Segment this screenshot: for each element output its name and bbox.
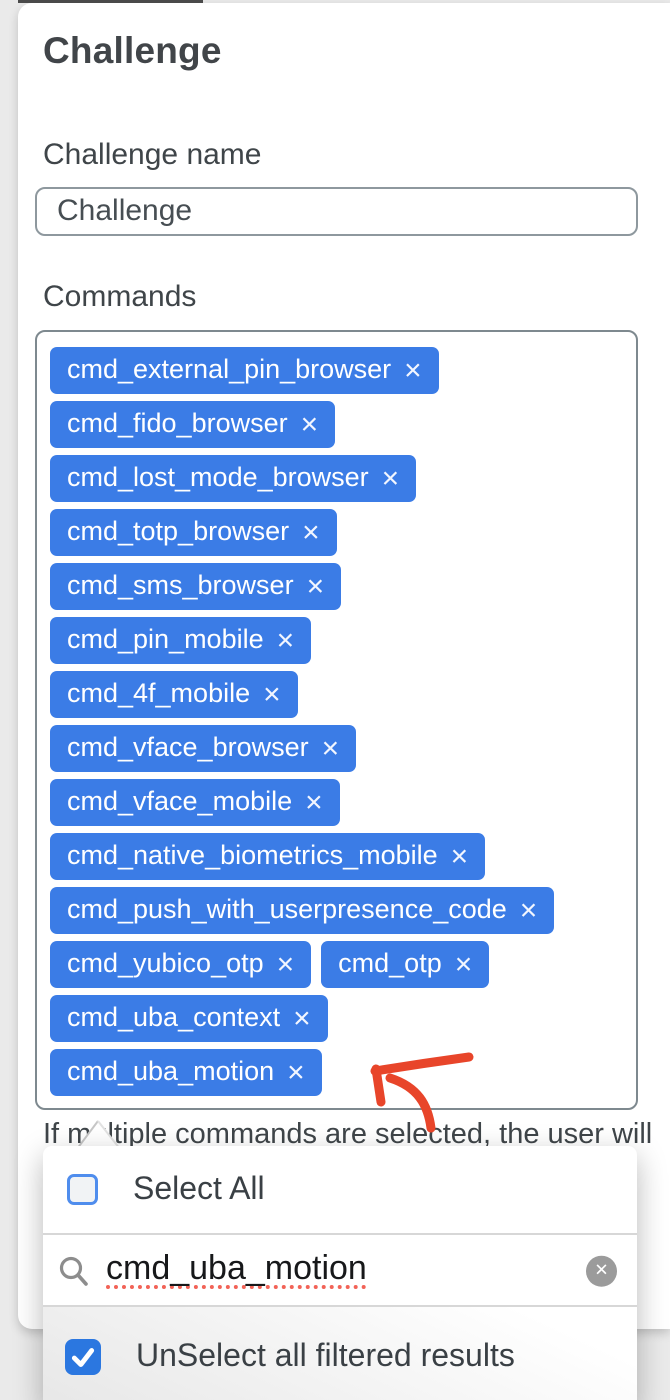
- command-chip[interactable]: cmd_native_biometrics_mobile ×: [50, 833, 486, 880]
- chip-row: cmd_4f_mobile ×: [50, 671, 624, 718]
- unselect-filtered-row[interactable]: UnSelect all filtered results: [43, 1307, 637, 1400]
- chip-remove-icon[interactable]: ×: [287, 1056, 305, 1089]
- chip-row: cmd_lost_mode_browser ×: [50, 455, 624, 502]
- chip-row: cmd_fido_browser ×: [50, 401, 624, 448]
- chip-remove-icon[interactable]: ×: [306, 570, 325, 603]
- challenge-name-label: Challenge name: [43, 138, 262, 171]
- chip-row: cmd_pin_mobile ×: [50, 617, 624, 664]
- checkmark-icon: [71, 1347, 95, 1367]
- chip-remove-icon[interactable]: ×: [450, 840, 469, 873]
- chip-remove-icon[interactable]: ×: [305, 786, 323, 819]
- chip-row: cmd_uba_motion ×: [50, 1049, 624, 1096]
- chip-remove-icon[interactable]: ×: [404, 354, 422, 387]
- chip-label: cmd_uba_context: [67, 1002, 281, 1032]
- chip-label: cmd_yubico_otp: [67, 948, 264, 978]
- command-chip[interactable]: cmd_vface_mobile ×: [50, 779, 340, 826]
- chip-remove-icon[interactable]: ×: [300, 408, 319, 441]
- commands-multiselect-box[interactable]: cmd_external_pin_browser×cmd_fido_browse…: [35, 330, 638, 1110]
- chip-label: cmd_vface_mobile: [67, 786, 293, 816]
- chip-remove-icon[interactable]: ×: [454, 948, 473, 981]
- select-all-label: Select All: [133, 1170, 265, 1206]
- unselect-filtered-checkbox[interactable]: [65, 1338, 101, 1375]
- challenge-name-input[interactable]: [35, 187, 638, 236]
- commands-help-text: If multiple commands are selected, the u…: [43, 1118, 653, 1150]
- chip-row: cmd_push_with_userpresence_code ×: [50, 887, 624, 934]
- command-chip[interactable]: cmd_pin_mobile ×: [50, 617, 312, 664]
- chip-remove-icon[interactable]: ×: [293, 1002, 311, 1035]
- clear-icon: ✕: [594, 1260, 609, 1280]
- chip-remove-icon[interactable]: ×: [381, 462, 400, 495]
- chip-label: cmd_fido_browser: [67, 408, 288, 438]
- divider: [43, 1233, 637, 1235]
- command-chip[interactable]: cmd_lost_mode_browser ×: [50, 455, 417, 502]
- chip-row: cmd_totp_browser ×: [50, 509, 624, 556]
- select-all-checkbox[interactable]: [67, 1174, 98, 1205]
- clear-search-button[interactable]: ✕: [586, 1255, 617, 1287]
- search-input[interactable]: cmd_uba_motion: [106, 1248, 367, 1287]
- commands-dropdown-panel: Select All cmd_uba_motion ✕ UnSelec: [43, 1146, 637, 1400]
- command-chip[interactable]: cmd_sms_browser ×: [50, 563, 342, 610]
- chip-label: cmd_lost_mode_browser: [67, 462, 369, 492]
- command-chip[interactable]: cmd_external_pin_browser ×: [50, 347, 439, 394]
- chip-label: cmd_otp: [338, 948, 442, 978]
- unselect-filtered-label: UnSelect all filtered results: [136, 1337, 515, 1373]
- chip-row: cmd_external_pin_browser ×: [50, 347, 624, 394]
- chip-label: cmd_4f_mobile: [67, 678, 251, 708]
- command-chip[interactable]: cmd_vface_browser ×: [50, 725, 357, 772]
- command-chip[interactable]: cmd_fido_browser ×: [50, 401, 336, 448]
- select-all-row[interactable]: Select All: [43, 1146, 637, 1233]
- chip-remove-icon[interactable]: ×: [302, 516, 320, 549]
- chip-row: cmd_sms_browser ×: [50, 563, 624, 610]
- commands-label: Commands: [43, 280, 197, 313]
- chip-label: cmd_push_with_userpresence_code: [67, 894, 507, 924]
- chip-label: cmd_sms_browser: [67, 570, 294, 600]
- command-chip[interactable]: cmd_uba_motion ×: [50, 1049, 322, 1096]
- chip-label: cmd_external_pin_browser: [67, 354, 392, 384]
- chip-label: cmd_uba_motion: [67, 1056, 275, 1086]
- chip-row: cmd_vface_browser ×: [50, 725, 624, 772]
- command-chip[interactable]: cmd_4f_mobile ×: [50, 671, 298, 718]
- command-chip[interactable]: cmd_otp ×: [321, 941, 490, 988]
- command-chip[interactable]: cmd_yubico_otp ×: [50, 941, 312, 988]
- chip-remove-icon[interactable]: ×: [263, 678, 281, 711]
- chip-row: cmd_native_biometrics_mobile ×: [50, 833, 624, 880]
- chip-row: cmd_vface_mobile ×: [50, 779, 624, 826]
- chip-label: cmd_pin_mobile: [67, 624, 264, 654]
- search-icon: [58, 1255, 90, 1291]
- chip-remove-icon[interactable]: ×: [519, 894, 538, 927]
- chip-label: cmd_vface_browser: [67, 732, 309, 762]
- chip-row: cmd_yubico_otp × cmd_otp ×: [50, 941, 624, 988]
- chip-label: cmd_native_biometrics_mobile: [67, 840, 438, 870]
- page-title: Challenge: [43, 30, 222, 71]
- chip-remove-icon[interactable]: ×: [321, 732, 340, 765]
- top-cropped-header-strip: [18, 0, 203, 3]
- command-chip[interactable]: cmd_totp_browser ×: [50, 509, 337, 556]
- command-chip[interactable]: cmd_uba_context ×: [50, 995, 328, 1042]
- search-row[interactable]: cmd_uba_motion ✕: [43, 1235, 637, 1305]
- divider: [43, 1305, 637, 1307]
- chip-remove-icon[interactable]: ×: [276, 948, 295, 981]
- chip-label: cmd_totp_browser: [67, 516, 290, 546]
- chip-row: cmd_uba_context ×: [50, 995, 624, 1042]
- chip-remove-icon[interactable]: ×: [276, 624, 295, 657]
- command-chip[interactable]: cmd_push_with_userpresence_code ×: [50, 887, 555, 934]
